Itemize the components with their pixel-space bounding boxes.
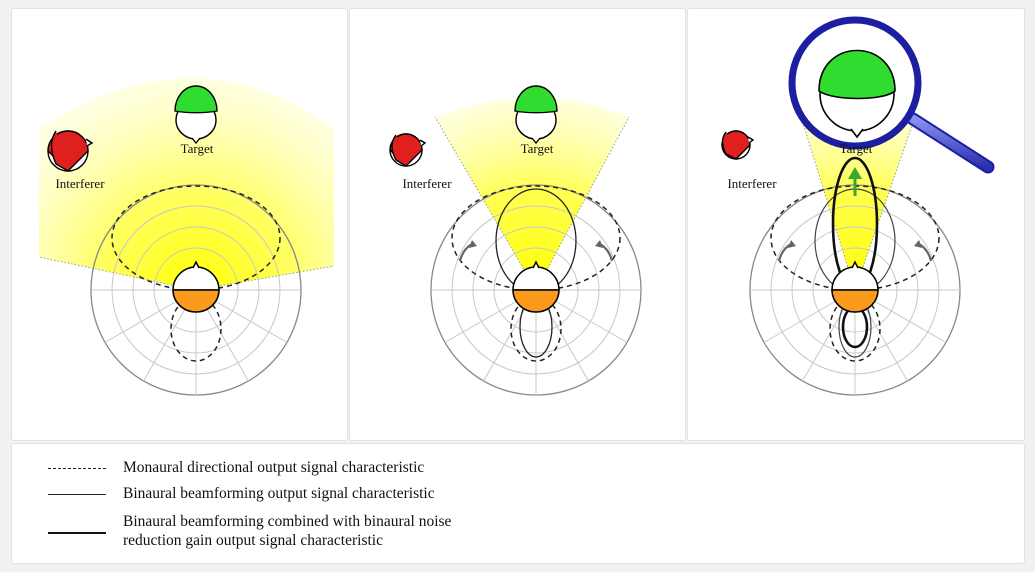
target-label: Target (839, 141, 873, 156)
legend-text-combined: Binaural beamforming combined with binau… (123, 512, 451, 550)
interferer-head (721, 130, 755, 160)
legend-text-monaural: Monaural directional output signal chara… (123, 459, 425, 476)
target-label: Target (520, 141, 554, 156)
magnifier-icon (788, 16, 995, 174)
interferer-label: Interferer (402, 176, 452, 191)
panel-1-diagram (38, 78, 335, 396)
legend-text-binaural: Binaural beamforming output signal chara… (123, 485, 435, 502)
focused-beam-region (801, 108, 915, 290)
panel-2-diagram (389, 85, 642, 396)
listener-head (831, 260, 879, 313)
legend: Monaural directional output signal chara… (11, 443, 1025, 564)
narrowing-arrows (777, 240, 933, 262)
gain-arrow (848, 167, 862, 196)
panel-3-diagram (721, 16, 995, 396)
target-head (174, 85, 218, 145)
panel-binaural-beamforming: Target Interferer (349, 8, 686, 441)
narrowing-arrows (458, 240, 614, 262)
target-head (514, 85, 558, 145)
legend-text-combined-line2: reduction gain output signal characteris… (123, 532, 383, 549)
narrow-beam-region (435, 98, 629, 290)
legend-text-combined-line1: Binaural beamforming combined with binau… (123, 513, 452, 530)
beam-edge-left (38, 256, 197, 291)
interferer-head (47, 130, 94, 172)
beam-edge-right (535, 116, 630, 291)
interferer-label: Interferer (727, 176, 777, 191)
beam-edge-right (195, 265, 335, 291)
magnified-target-head (818, 49, 896, 139)
thin-line-swatch (48, 494, 106, 495)
beam-edge-left (800, 116, 856, 291)
listener-head (512, 260, 560, 313)
beam-edge-right (854, 116, 916, 291)
listener-head (172, 260, 220, 313)
thick-line-swatch (48, 532, 106, 534)
panel-monaural-directional: Target Interferer (11, 8, 348, 441)
panel-binaural-noise-reduction: Target Interferer (687, 8, 1025, 441)
interferer-head (389, 133, 427, 167)
target-label: Target (180, 141, 214, 156)
interferer-label: Interferer (55, 176, 105, 191)
dashed-line-swatch (48, 468, 106, 469)
